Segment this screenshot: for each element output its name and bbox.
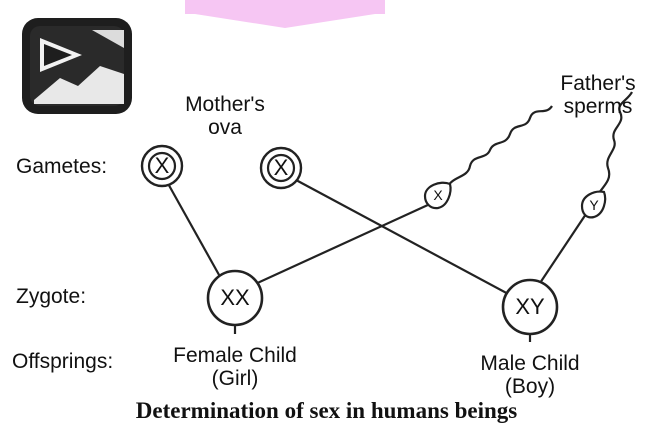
offsprings-label: Offsprings: <box>12 350 114 373</box>
ovum-1-symbol: X <box>154 153 170 178</box>
father-sperms-label: Father's sperms <box>560 72 636 119</box>
sperm-x-tail <box>445 105 553 189</box>
figure-caption: Determination of sex in humans beings <box>135 398 518 423</box>
line-ovum2-to-xy <box>295 179 513 297</box>
sperm-x-symbol: X <box>433 187 443 203</box>
line-sperm-y-to-xy <box>537 213 587 287</box>
zygote-xy-label: XY <box>515 294 545 319</box>
male-child-label: Male Child (Boy) <box>480 352 580 399</box>
female-child-label: Female Child (Girl) <box>173 344 297 391</box>
ovum-2 <box>259 146 303 190</box>
zygote-xx-label: XX <box>220 285 250 310</box>
sperm-x-head <box>423 181 452 210</box>
ovum-2-symbol: X <box>273 155 289 180</box>
zygote-label: Zygote: <box>16 285 87 308</box>
sperm-y-tail <box>597 91 633 195</box>
mother-ova-label: Mother's ova <box>185 93 265 140</box>
header-banner-tip <box>195 14 375 28</box>
ovum-1 <box>140 144 184 188</box>
play-logo-icon <box>22 18 132 114</box>
sperm-y-symbol: Y <box>589 197 599 213</box>
header-banner-fragment <box>185 0 385 14</box>
line-sperm-x-to-xx <box>252 202 431 287</box>
line-ovum1-to-xx <box>165 179 224 283</box>
gametes-label: Gametes: <box>16 155 108 178</box>
sperm-y-head <box>580 190 607 219</box>
